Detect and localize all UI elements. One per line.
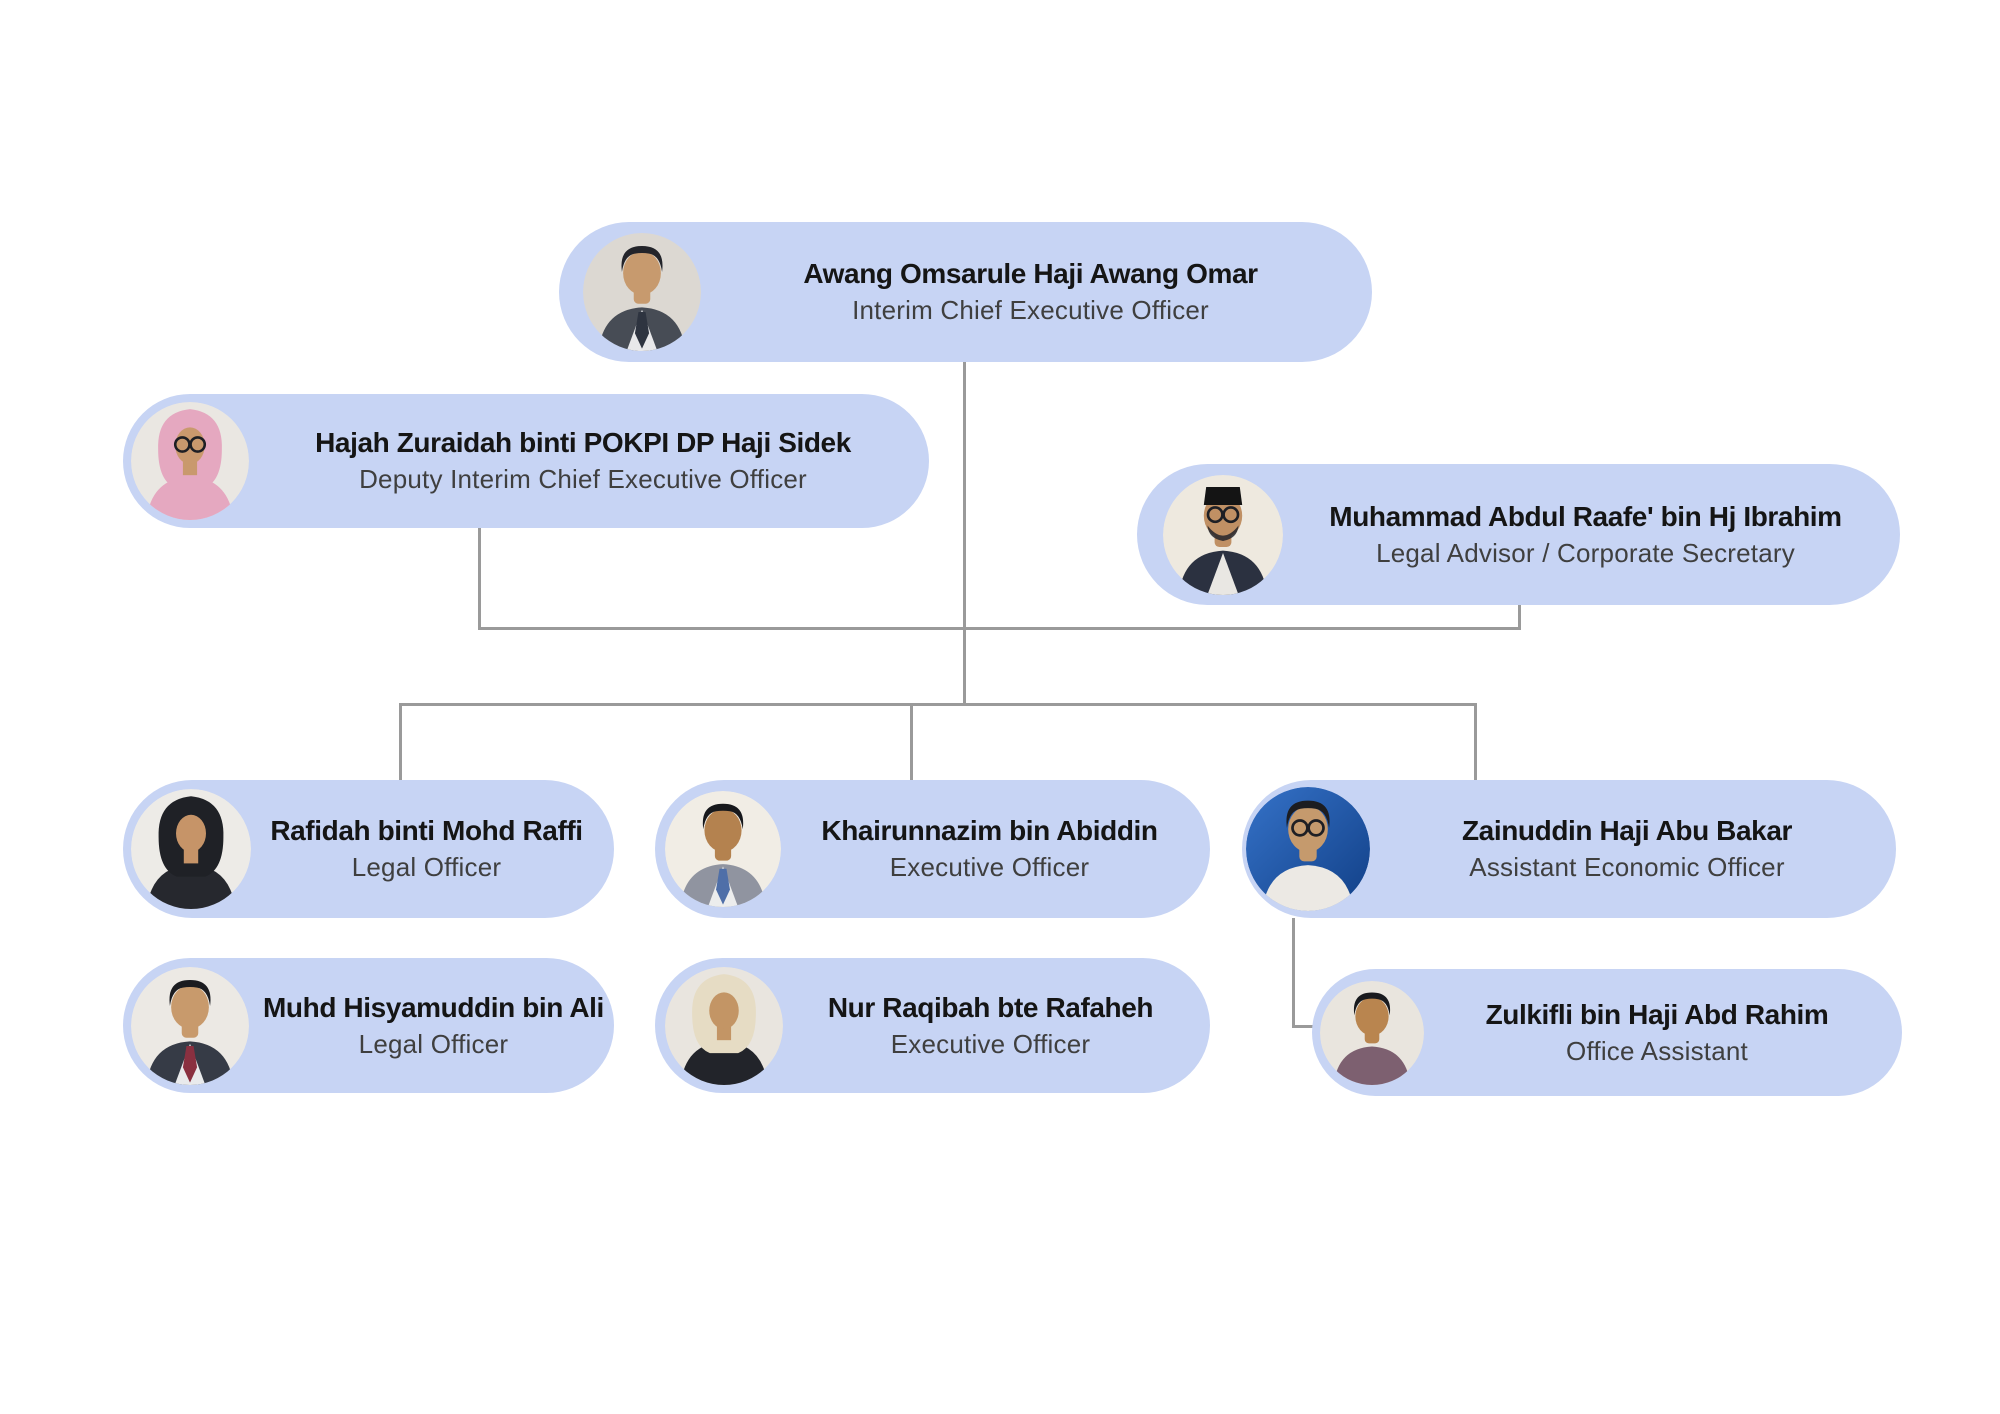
person-role: Office Assistant — [1566, 1035, 1748, 1066]
person-role: Interim Chief Executive Officer — [852, 295, 1209, 326]
org-card-khairunnazim: Khairunnazim bin Abiddin Executive Offic… — [655, 780, 1210, 918]
person-name: Muhd Hisyamuddin bin Ali — [263, 991, 604, 1023]
connector-line — [1292, 1025, 1320, 1028]
connector-line — [479, 627, 1521, 630]
avatar-photo-rafidah — [131, 789, 251, 909]
org-card-muhd: Muhd Hisyamuddin bin Ali Legal Officer — [123, 958, 614, 1093]
person-name: Rafidah binti Mohd Raffi — [270, 815, 583, 847]
connector-line — [399, 703, 402, 783]
person-name: Zainuddin Haji Abu Bakar — [1461, 815, 1793, 847]
person-name: Muhammad Abdul Raafe' bin Hj Ibrahim — [1329, 500, 1842, 532]
org-card-nur: Nur Raqibah bte Rafaheh Executive Office… — [655, 958, 1210, 1093]
org-card-zainuddin: Zainuddin Haji Abu Bakar Assistant Econo… — [1242, 780, 1896, 918]
avatar-photo-zainuddin — [1246, 787, 1370, 911]
person-role: Legal Advisor / Corporate Secretary — [1376, 537, 1795, 568]
org-card-zulkifli: Zulkifli bin Haji Abd Rahim Office Assis… — [1312, 969, 1902, 1096]
connector-line — [963, 362, 966, 629]
org-card-rafidah: Rafidah binti Mohd Raffi Legal Officer — [123, 780, 614, 918]
person-role: Executive Officer — [890, 1028, 1091, 1059]
org-card-ceo: Awang Omsarule Haji Awang Omar Interim C… — [559, 222, 1372, 362]
org-card-deputy: Hajah Zuraidah binti POKPI DP Haji Sidek… — [123, 394, 929, 528]
avatar-photo-khairunnazim — [665, 791, 781, 907]
person-name: Khairunnazim bin Abiddin — [821, 815, 1158, 847]
org-card-advisor: Muhammad Abdul Raafe' bin Hj Ibrahim Leg… — [1137, 464, 1900, 605]
avatar-photo-zulkifli — [1320, 980, 1424, 1085]
person-name: Awang Omsarule Haji Awang Omar — [803, 258, 1258, 290]
connector-line — [963, 627, 966, 706]
connector-line — [478, 522, 481, 630]
connector-line — [1474, 703, 1477, 783]
avatar-photo-deputy — [131, 402, 249, 520]
person-name: Zulkifli bin Haji Abd Rahim — [1485, 998, 1829, 1030]
avatar-photo-nur — [665, 966, 783, 1085]
connector-line — [1292, 918, 1295, 1028]
connector-line — [399, 703, 1477, 706]
person-name: Nur Raqibah bte Rafaheh — [827, 991, 1154, 1023]
person-role: Assistant Economic Officer — [1469, 852, 1785, 883]
avatar-photo-muhd — [131, 966, 249, 1085]
avatar-photo-ceo — [583, 233, 701, 351]
avatar-photo-advisor — [1163, 474, 1283, 595]
person-role: Legal Officer — [351, 852, 502, 883]
connector-line — [910, 703, 913, 783]
connector-line — [1518, 601, 1521, 630]
person-name: Hajah Zuraidah binti POKPI DP Haji Sidek — [315, 427, 851, 459]
person-role: Deputy Interim Chief Executive Officer — [359, 464, 807, 495]
person-role: Executive Officer — [889, 852, 1090, 883]
person-role: Legal Officer — [358, 1028, 509, 1059]
